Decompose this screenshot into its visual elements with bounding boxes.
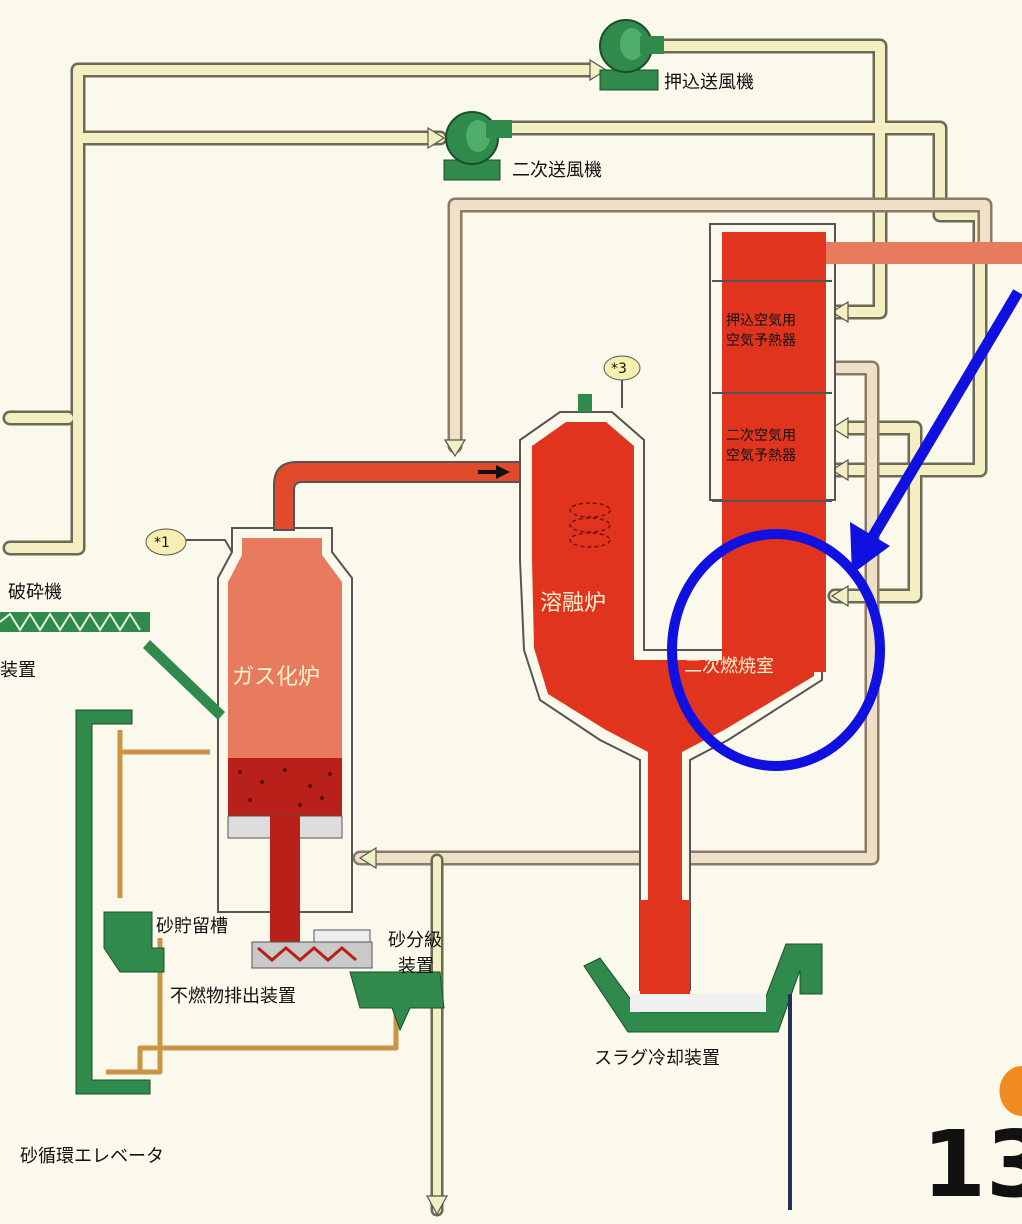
device-partial-label: 装置 bbox=[0, 660, 36, 681]
noncombustible-label: 不燃物排出装置 bbox=[170, 986, 296, 1007]
sand-storage-label: 砂貯留槽 bbox=[156, 916, 228, 937]
secondary-blower bbox=[444, 112, 512, 180]
secondary-blower-label: 二次送風機 bbox=[512, 160, 602, 181]
push-blower-label: 押込送風機 bbox=[664, 72, 754, 93]
crusher-label: 破砕機 bbox=[8, 582, 62, 603]
air-duct-network bbox=[10, 46, 985, 1210]
secondary-combustion-label: 二次燃焼室 bbox=[684, 656, 774, 677]
sand-classifier-label-1: 砂分級 bbox=[388, 930, 442, 951]
page-badge-shape bbox=[1000, 1066, 1022, 1116]
melting-furnace-label: 溶融炉 bbox=[540, 591, 606, 616]
note-3-text: *3 bbox=[611, 361, 627, 377]
secondary-preheater-label-1: 二次空気用 bbox=[726, 428, 796, 444]
push-preheater-label-1: 押込空気用 bbox=[726, 313, 796, 329]
page-number: 13 bbox=[922, 1111, 1022, 1218]
crusher-conveyor bbox=[0, 612, 150, 632]
note-1-text: *1 bbox=[154, 535, 170, 551]
secondary-preheater-label-2: 空気予熱器 bbox=[726, 448, 796, 464]
push-blower bbox=[600, 20, 664, 90]
gasification-furnace bbox=[143, 462, 520, 946]
push-preheater-label-2: 空気予熱器 bbox=[726, 333, 796, 349]
elevator-label: 砂循環エレベータ bbox=[20, 1146, 164, 1167]
sand-classifier-label-2: 装置 bbox=[398, 956, 434, 977]
slag-cooling-label: スラグ冷却装置 bbox=[594, 1048, 720, 1069]
gasification-furnace-label: ガス化炉 bbox=[232, 665, 320, 690]
